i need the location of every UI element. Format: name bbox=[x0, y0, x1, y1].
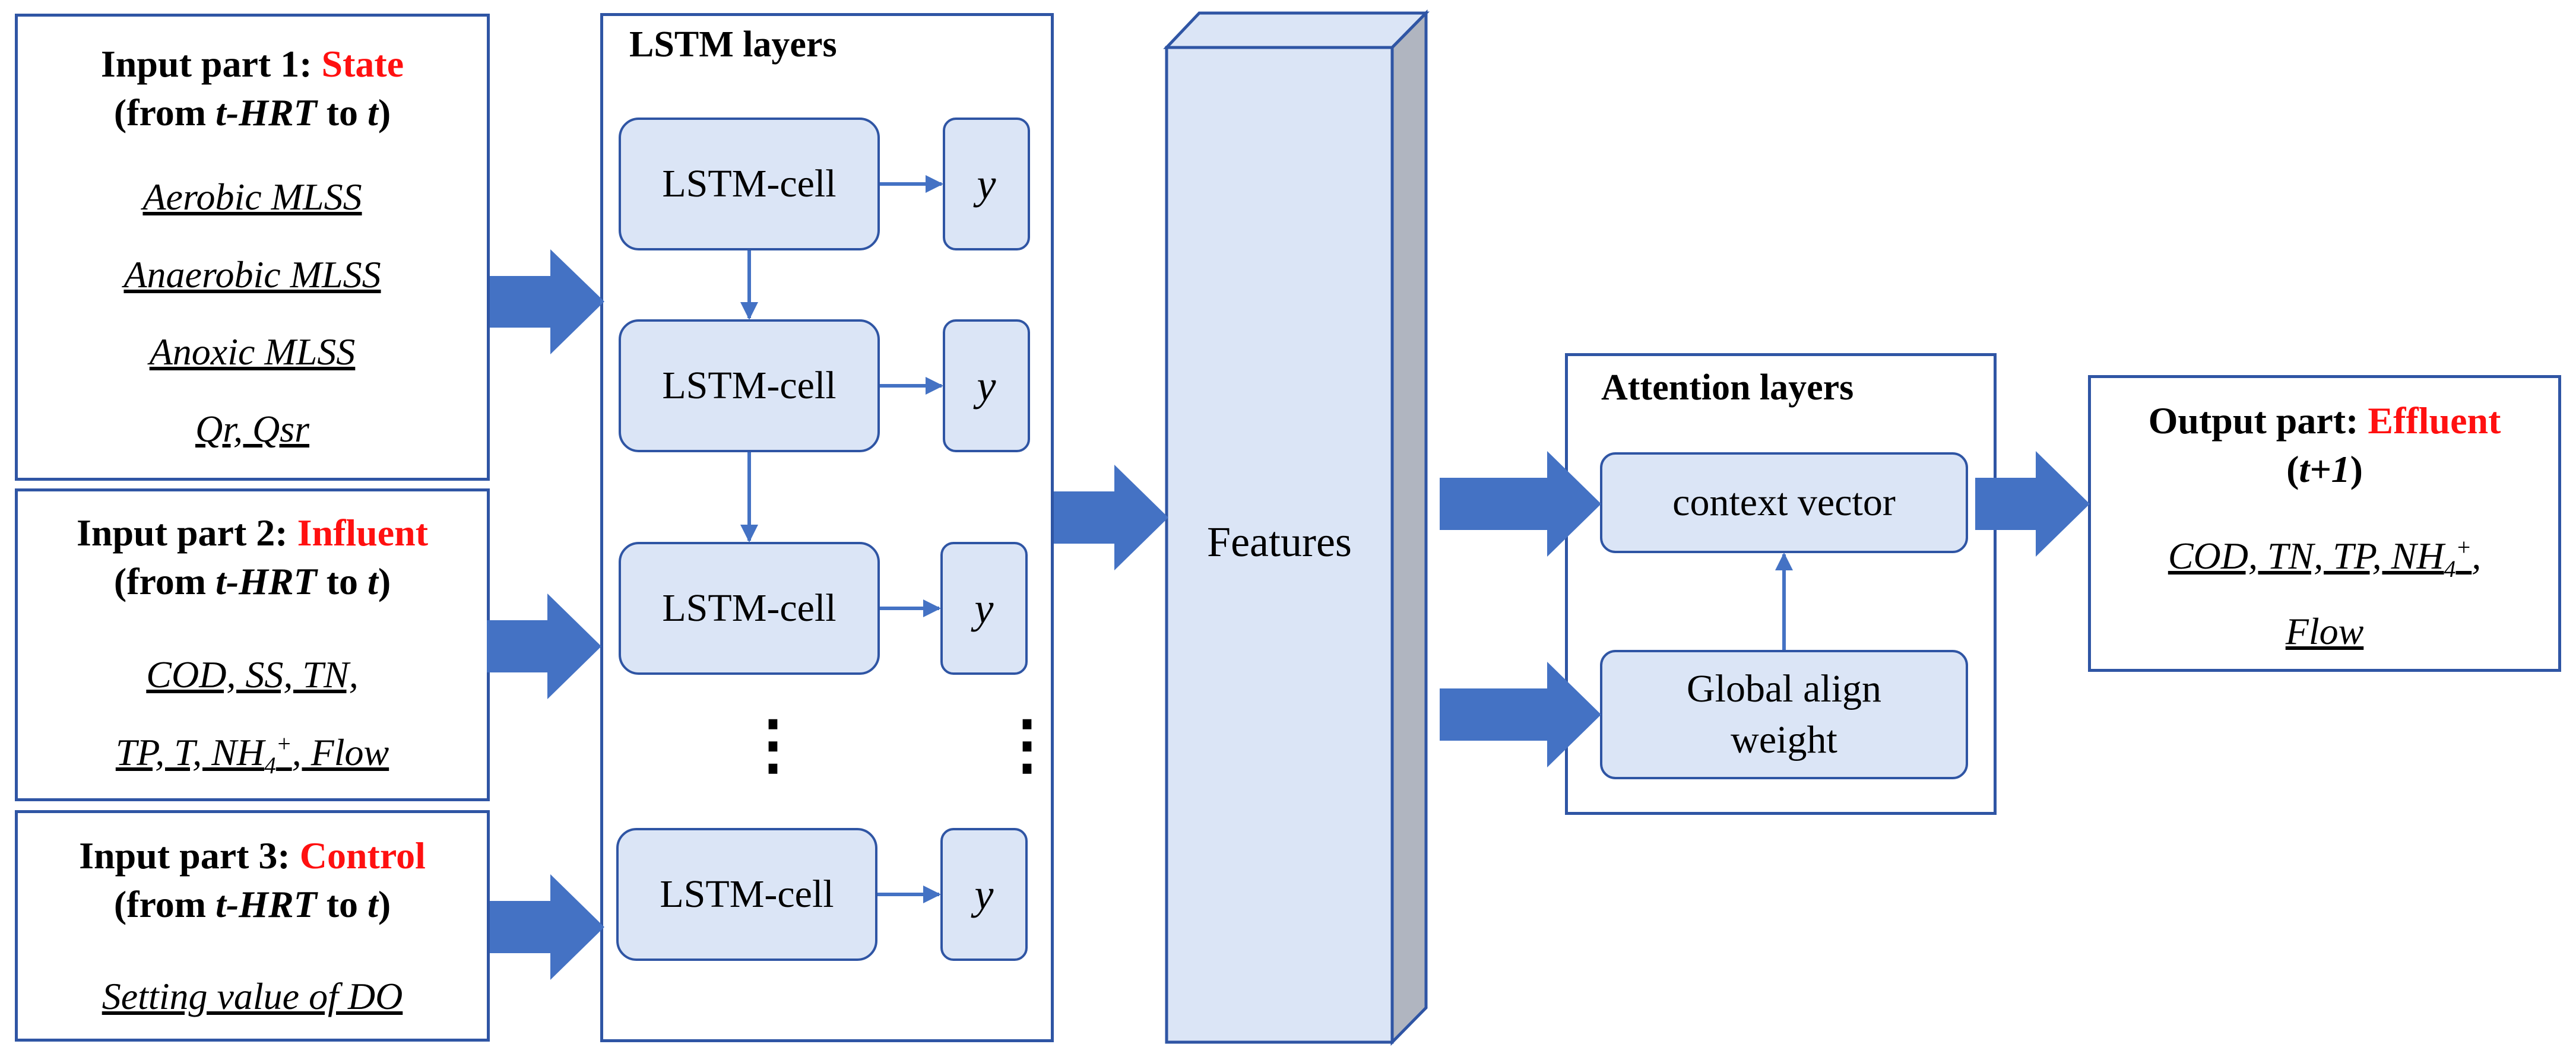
variable-superscript: + bbox=[2455, 534, 2472, 561]
block-arrow-features-context bbox=[1440, 451, 1601, 557]
variable-subscript: 4 bbox=[264, 752, 276, 779]
variable-part: TP, T, NH bbox=[115, 731, 264, 773]
variable-subscript: 4 bbox=[2444, 556, 2456, 582]
subtitle-pre: (from bbox=[113, 560, 216, 602]
subtitle-end-var: t bbox=[367, 883, 378, 925]
subtitle-post: ) bbox=[2350, 448, 2363, 490]
title-prefix: Input part 1: bbox=[100, 43, 322, 85]
title-highlight: Control bbox=[299, 834, 426, 877]
lstm-output-ellipsis: ⋮ bbox=[994, 709, 1060, 781]
subtitle-var: t-HRT bbox=[216, 91, 317, 134]
title-prefix: Input part 2: bbox=[76, 512, 297, 554]
subtitle-end-var: t bbox=[367, 560, 378, 602]
subtitle-mid: to bbox=[316, 883, 368, 925]
variable: Qr, Qsr bbox=[195, 408, 310, 450]
output-variables-line-2: Flow bbox=[2285, 610, 2364, 652]
block-arrow-attention-output bbox=[1975, 451, 2090, 557]
variable: Setting value of DO bbox=[102, 975, 403, 1017]
variable: COD, SS, TN, bbox=[146, 653, 359, 696]
title-highlight: Effluent bbox=[2368, 399, 2501, 442]
variable: Aerobic MLSS bbox=[142, 176, 362, 218]
block-arrow-input-1 bbox=[490, 249, 604, 354]
variable-superscript: + bbox=[275, 731, 292, 757]
block-arrow-lstm-features bbox=[1054, 465, 1168, 570]
lstm-output-y: y bbox=[943, 319, 1030, 452]
subtitle-pre: ( bbox=[2286, 448, 2299, 490]
output-part-box: Output part: Effluent (t+1) COD, TN, TP,… bbox=[2088, 375, 2561, 672]
subtitle-var: t-HRT bbox=[216, 883, 317, 925]
global-align-weight-box: Global align weight bbox=[1600, 650, 1968, 779]
input-part-1-box: Input part 1: State (from t-HRT to t) Ae… bbox=[15, 14, 490, 481]
block-arrow-input-2 bbox=[487, 594, 601, 699]
input-part-2-box: Input part 2: Influent (from t-HRT to t)… bbox=[15, 488, 490, 801]
variable-part: , bbox=[2472, 535, 2482, 577]
features-label: Features bbox=[1207, 518, 1352, 566]
lstm-layers-title: LSTM layers bbox=[629, 24, 837, 65]
input-part-1-subtitle: (from t-HRT to t) bbox=[18, 89, 487, 137]
title-prefix: Output part: bbox=[2148, 399, 2368, 442]
input-part-3-subtitle: (from t-HRT to t) bbox=[18, 881, 487, 928]
features-block-front bbox=[1165, 46, 1394, 1044]
lstm-output-y: y bbox=[943, 118, 1030, 250]
subtitle-var: t-HRT bbox=[216, 560, 317, 602]
lstm-cell: LSTM-cell bbox=[619, 118, 880, 250]
title-highlight: State bbox=[321, 43, 404, 85]
input-part-3-box: Input part 3: Control (from t-HRT to t) … bbox=[15, 810, 490, 1042]
lstm-cell: LSTM-cell bbox=[619, 542, 880, 675]
title-highlight: Influent bbox=[297, 512, 429, 554]
context-vector-box: context vector bbox=[1600, 452, 1968, 553]
global-align-line-2: weight bbox=[1731, 718, 1837, 761]
input-part-2-title: Input part 2: Influent bbox=[18, 509, 487, 557]
subtitle-post: ) bbox=[378, 91, 391, 134]
variable-part: , Flow bbox=[291, 731, 389, 773]
subtitle-end-var: t bbox=[367, 91, 378, 134]
variable-part: COD, TN, TP, NH bbox=[2168, 535, 2444, 577]
subtitle-pre: (from bbox=[113, 883, 216, 925]
title-prefix: Input part 3: bbox=[79, 834, 300, 877]
input-part-3-title: Input part 3: Control bbox=[18, 832, 487, 880]
lstm-cell-ellipsis: ⋮ bbox=[740, 709, 806, 781]
subtitle-var: t+1 bbox=[2299, 448, 2350, 490]
subtitle-pre: (from bbox=[113, 91, 216, 134]
subtitle-mid: to bbox=[316, 91, 368, 134]
subtitle-mid: to bbox=[316, 560, 368, 602]
input-part-1-title: Input part 1: State bbox=[18, 40, 487, 88]
variable: Anaerobic MLSS bbox=[123, 253, 381, 296]
attention-layers-title: Attention layers bbox=[1601, 367, 1854, 408]
input-part-2-subtitle: (from t-HRT to t) bbox=[18, 558, 487, 605]
output-variables-line-1: COD, TN, TP, NH4+, bbox=[2091, 534, 2558, 581]
block-arrow-features-align bbox=[1440, 662, 1601, 767]
output-part-subtitle: (t+1) bbox=[2091, 446, 2558, 493]
global-align-line-1: Global align bbox=[1686, 667, 1882, 711]
lstm-cell: LSTM-cell bbox=[616, 828, 877, 961]
variable-line-2: TP, T, NH4+, Flow bbox=[18, 731, 487, 777]
variable: Anoxic MLSS bbox=[149, 331, 356, 373]
subtitle-post: ) bbox=[378, 560, 391, 602]
lstm-output-y: y bbox=[940, 828, 1028, 961]
subtitle-post: ) bbox=[378, 883, 391, 925]
output-part-title: Output part: Effluent bbox=[2091, 397, 2558, 445]
block-arrow-input-3 bbox=[490, 874, 604, 980]
lstm-output-y: y bbox=[940, 542, 1028, 675]
lstm-cell: LSTM-cell bbox=[619, 319, 880, 452]
